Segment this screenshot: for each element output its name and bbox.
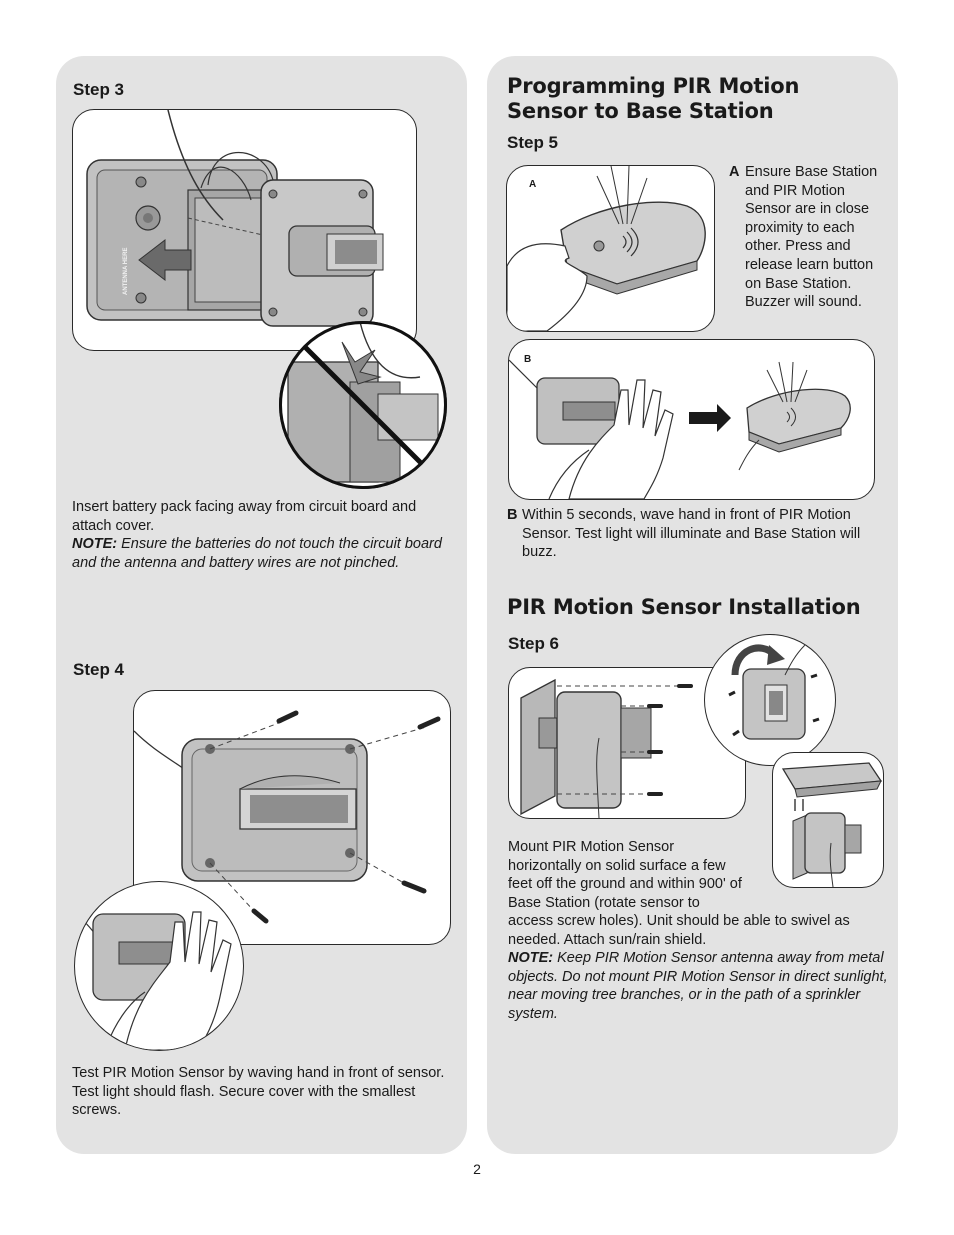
step-6-note-text: Keep PIR Motion Sensor antenna away from… [508, 950, 888, 1022]
step-3-label: Step 3 [73, 80, 125, 99]
step-6-shield-illustration [772, 752, 884, 888]
step-3-instructions: Insert battery pack facing away from cir… [72, 499, 417, 534]
step-5-a-instruction: A Ensure Base Station and PIR Motion Sen… [729, 163, 889, 312]
step-6-wrap-spacer [745, 838, 888, 894]
step-5-b-instruction: B Within 5 seconds, wave hand in front o… [507, 506, 887, 562]
step-3-text: Insert battery pack facing away from cir… [72, 498, 457, 572]
step-6-instructions: Mount PIR Motion Sensor horizontally on … [508, 839, 850, 948]
step-4-label: Step 4 [73, 660, 125, 679]
step-4-hand-circle [74, 881, 244, 1051]
step-4-illustration [133, 690, 451, 945]
figure-a-letter: A [529, 179, 537, 190]
step-5-b-text: Within 5 seconds, wave hand in front of … [522, 507, 861, 561]
step-6-rotate-circle [704, 634, 836, 766]
step-3-note-text: Ensure the batteries do not touch the ci… [72, 536, 442, 571]
installation-title: PIR Motion Sensor Installation [507, 595, 861, 619]
step-5-figure-b: B [508, 339, 875, 500]
step-3-antenna-label: ANTENNA HERE [123, 248, 129, 295]
step-3-illustration: ANTENNA HERE [72, 109, 417, 351]
step-5-b-letter: B [507, 507, 518, 523]
no-symbol-icon [279, 321, 447, 489]
programming-title: Programming PIR Motion Sensor to Base St… [507, 74, 800, 123]
figure-b-letter: B [524, 354, 532, 365]
step-5-label: Step 5 [507, 133, 559, 152]
step-4-text: Test PIR Motion Sensor by waving hand in… [72, 1065, 445, 1118]
step-5-a-letter: A [729, 164, 740, 180]
step-6-note-label: NOTE: [508, 950, 554, 966]
step-3-note-label: NOTE: [72, 536, 118, 552]
step-5-a-text: Ensure Base Station and PIR Motion Senso… [745, 164, 878, 311]
step-5-figure-a: A [506, 165, 715, 332]
page-number: 2 [473, 1161, 481, 1177]
step-6-text: Mount PIR Motion Sensor horizontally on … [508, 838, 888, 1023]
step-6-label: Step 6 [508, 634, 560, 653]
